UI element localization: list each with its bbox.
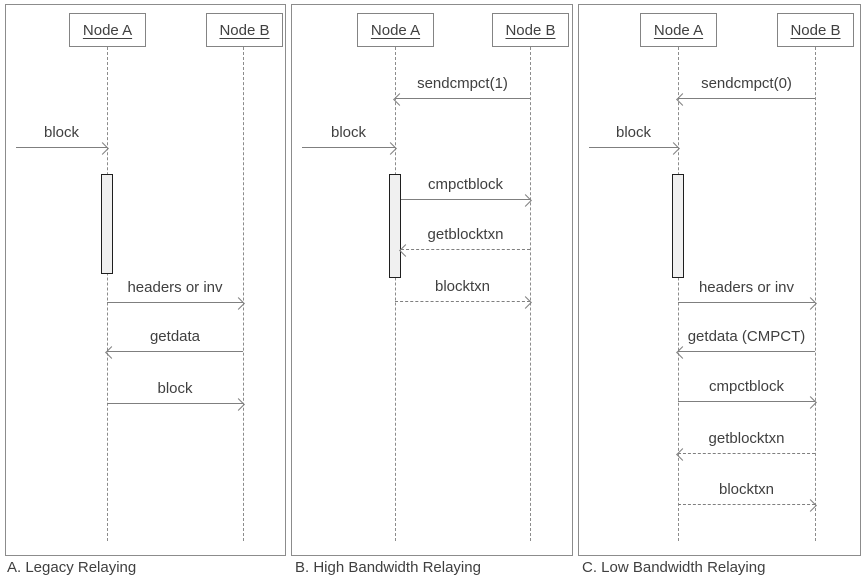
message-sendcmpct-0: sendcmpct(0) <box>676 69 815 106</box>
actor-label: Node B <box>505 21 556 39</box>
actor-box-node-b: Node B <box>777 13 854 47</box>
message-label: cmpctblock <box>427 176 504 193</box>
message-line <box>678 401 815 402</box>
message-line <box>107 403 243 404</box>
message-line <box>678 351 815 352</box>
lifeline-node-a <box>395 47 396 541</box>
message-label: cmpctblock <box>708 378 785 395</box>
actor-label: Node A <box>82 21 133 39</box>
arrowhead-left-icon <box>399 244 412 257</box>
message-line <box>678 302 815 303</box>
panel-high-bandwidth-relaying: Node A Node B sendcmpct(1) block cmpctbl… <box>291 4 573 556</box>
actor-box-node-a: Node A <box>640 13 717 47</box>
message-line <box>302 147 395 148</box>
message-block-incoming: block <box>16 118 109 155</box>
message-headers-or-inv: headers or inv <box>107 273 245 310</box>
message-getblocktxn: getblocktxn <box>399 220 530 257</box>
panel-caption-high-bandwidth: B. High Bandwidth Relaying <box>295 559 481 576</box>
message-label: headers or inv <box>127 279 223 296</box>
message-cmpctblock: cmpctblock <box>401 170 532 207</box>
message-blocktxn: blocktxn <box>678 475 817 512</box>
message-getdata-cmpct: getdata (CMPCT) <box>676 322 815 359</box>
message-block-relay: block <box>107 374 245 411</box>
activation-bar-node-a <box>101 174 113 274</box>
activation-bar-node-a <box>672 174 684 278</box>
message-line <box>401 199 530 200</box>
lifeline-node-b <box>530 47 531 541</box>
message-label: headers or inv <box>698 279 795 296</box>
lifeline-node-b <box>243 47 244 541</box>
message-block-incoming: block <box>589 118 680 155</box>
message-label: sendcmpct(0) <box>701 75 792 92</box>
panel-legacy-relaying: Node A Node B block headers or inv getda… <box>5 4 286 556</box>
lifeline-node-a <box>107 47 108 541</box>
message-label: getdata (CMPCT) <box>687 328 806 345</box>
message-line <box>395 301 530 302</box>
actor-box-node-b: Node B <box>206 13 283 47</box>
message-sendcmpct-1: sendcmpct(1) <box>393 69 530 106</box>
message-line <box>107 351 243 352</box>
message-line <box>107 302 243 303</box>
message-label: block <box>615 124 652 141</box>
message-line <box>401 249 530 250</box>
message-label: block <box>330 124 367 141</box>
actor-label: Node A <box>370 21 421 39</box>
message-label: getblocktxn <box>708 430 785 447</box>
panel-caption-low-bandwidth: C. Low Bandwidth Relaying <box>582 559 766 576</box>
activation-bar-node-a <box>389 174 401 278</box>
actor-label: Node B <box>219 21 270 39</box>
message-blocktxn: blocktxn <box>395 272 532 309</box>
message-label: blocktxn <box>434 278 491 295</box>
message-line <box>16 147 107 148</box>
message-label: block <box>43 124 80 141</box>
message-getblocktxn: getblocktxn <box>676 424 815 461</box>
message-block-incoming: block <box>302 118 397 155</box>
message-line <box>678 504 815 505</box>
panel-low-bandwidth-relaying: Node A Node B sendcmpct(0) block headers… <box>578 4 861 556</box>
message-line <box>395 98 530 99</box>
actor-label: Node B <box>790 21 841 39</box>
actor-label: Node A <box>653 21 704 39</box>
lifeline-node-a <box>678 47 679 541</box>
message-getdata: getdata <box>105 322 243 359</box>
message-label: sendcmpct(1) <box>417 75 508 92</box>
message-headers-or-inv: headers or inv <box>678 273 817 310</box>
actor-box-node-a: Node A <box>357 13 434 47</box>
message-label: getdata <box>149 328 201 345</box>
message-line <box>678 98 815 99</box>
lifeline-node-b <box>815 47 816 541</box>
message-cmpctblock: cmpctblock <box>678 372 817 409</box>
message-line <box>589 147 678 148</box>
message-line <box>678 453 815 454</box>
actor-box-node-a: Node A <box>69 13 146 47</box>
message-label: blocktxn <box>718 481 775 498</box>
panel-caption-legacy: A. Legacy Relaying <box>7 559 137 576</box>
message-label: block <box>157 380 193 397</box>
message-label: getblocktxn <box>427 226 504 243</box>
actor-box-node-b: Node B <box>492 13 569 47</box>
